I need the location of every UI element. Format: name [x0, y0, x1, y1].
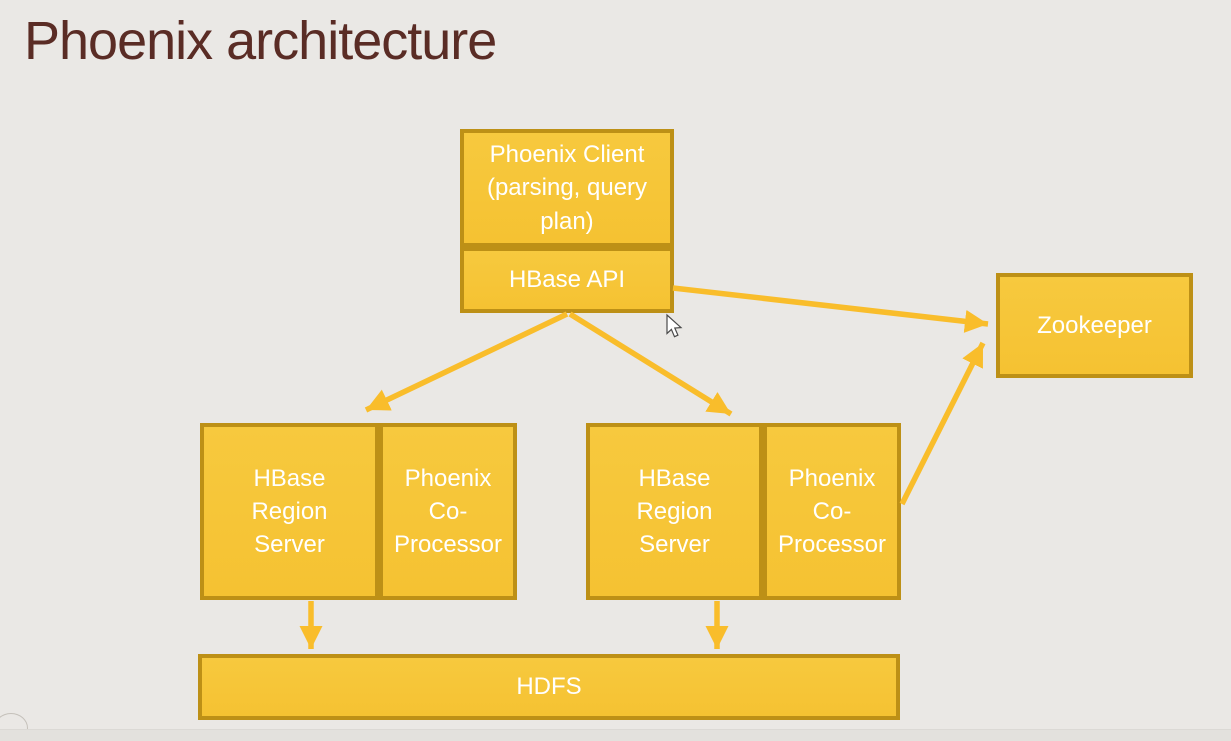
hbase-region-server-left-label: HBase Region Server [251, 464, 328, 559]
hdfs-box: HDFS [198, 654, 900, 720]
arrow-api-to-left-pair [364, 311, 569, 413]
arrow-api-to-right-pair [568, 311, 733, 417]
phoenix-client-box: Phoenix Client (parsing, query plan) [460, 129, 674, 247]
hbase-region-server-right-box: HBase Region Server [586, 423, 763, 600]
zookeeper-box: Zookeeper [996, 273, 1193, 378]
arrow-coprocessor-to-zookeeper [899, 341, 986, 506]
phoenix-coprocessor-left-label: Phoenix Co- Processor [393, 464, 503, 559]
hdfs-label: HDFS [516, 673, 582, 701]
phoenix-client-label: Phoenix Client (parsing, query plan) [486, 141, 648, 235]
slide-title: Phoenix architecture [24, 11, 497, 71]
zookeeper-label: Zookeeper [1037, 311, 1152, 339]
hbase-api-box: HBase API [460, 247, 674, 313]
bottom-band [0, 729, 1231, 741]
hbase-api-label: HBase API [508, 266, 626, 294]
phoenix-coprocessor-right-label: Phoenix Co- Processor [777, 464, 887, 559]
hbase-region-server-left-box: HBase Region Server [200, 423, 379, 600]
phoenix-coprocessor-right-box: Phoenix Co- Processor [763, 423, 901, 600]
arrow-api-to-zookeeper [672, 285, 989, 333]
watermark-badge [0, 713, 28, 741]
phoenix-coprocessor-left-box: Phoenix Co- Processor [379, 423, 517, 600]
hbase-region-server-right-label: HBase Region Server [636, 464, 713, 559]
